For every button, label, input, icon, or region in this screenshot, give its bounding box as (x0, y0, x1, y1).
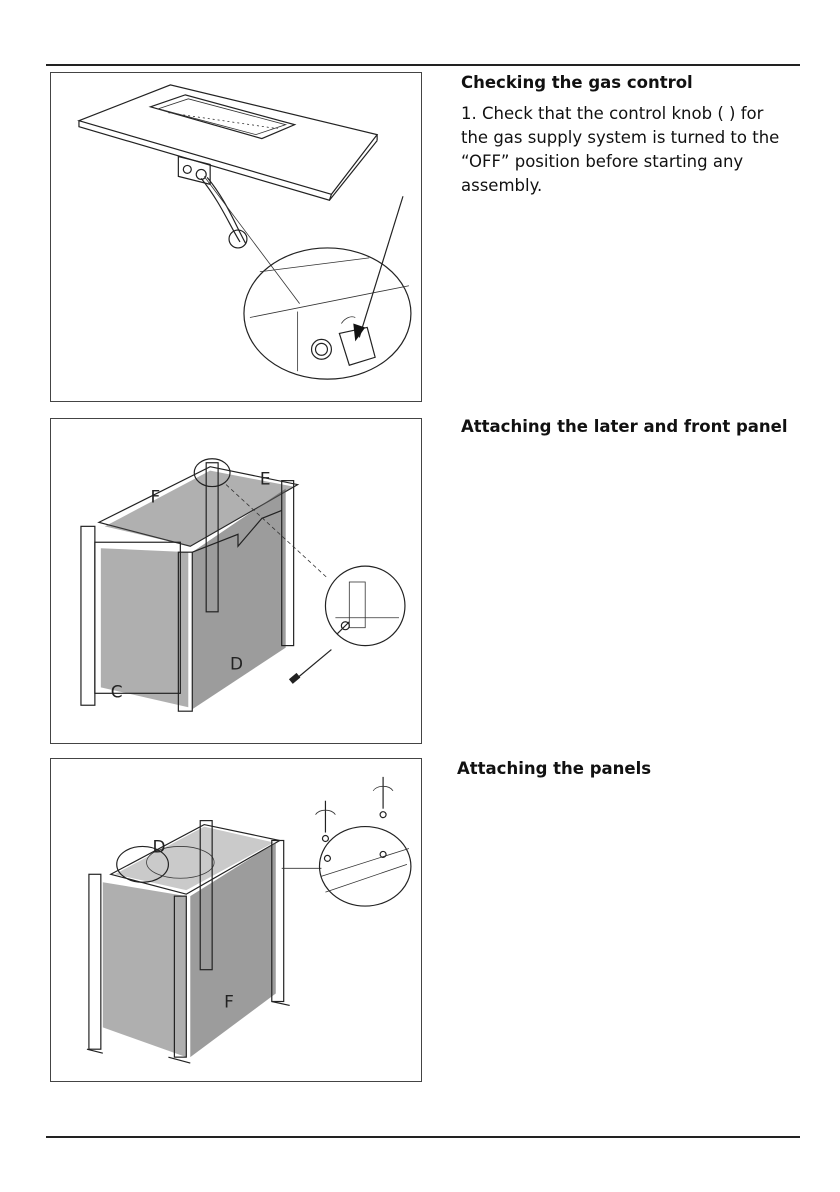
section-2-heading: Attaching the later and front panel (461, 416, 788, 438)
figure-later-front-panel: E F D C (50, 418, 422, 744)
label-d: D (153, 836, 166, 856)
label-e: E (260, 469, 271, 489)
gas-control-illustration (51, 73, 421, 401)
figure-gas-control (50, 72, 422, 402)
figure-panels: D F (50, 758, 422, 1082)
section-3-heading: Attaching the panels (457, 758, 651, 780)
gas-control-instruction: 1. Check that the control knob ( ) for t… (461, 102, 791, 198)
label-f: F (151, 486, 161, 506)
label-d: D (230, 653, 243, 673)
label-f: F (224, 991, 234, 1011)
bottom-rule (46, 1136, 800, 1138)
top-rule (46, 64, 800, 66)
panel-frame-illustration: E F D C (51, 419, 421, 743)
label-c: C (111, 681, 123, 701)
panels-illustration: D F (51, 759, 421, 1081)
section-1-paragraph: 1. Check that the control knob ( ) for t… (461, 102, 791, 198)
section-1-heading: Checking the gas control (461, 72, 693, 94)
